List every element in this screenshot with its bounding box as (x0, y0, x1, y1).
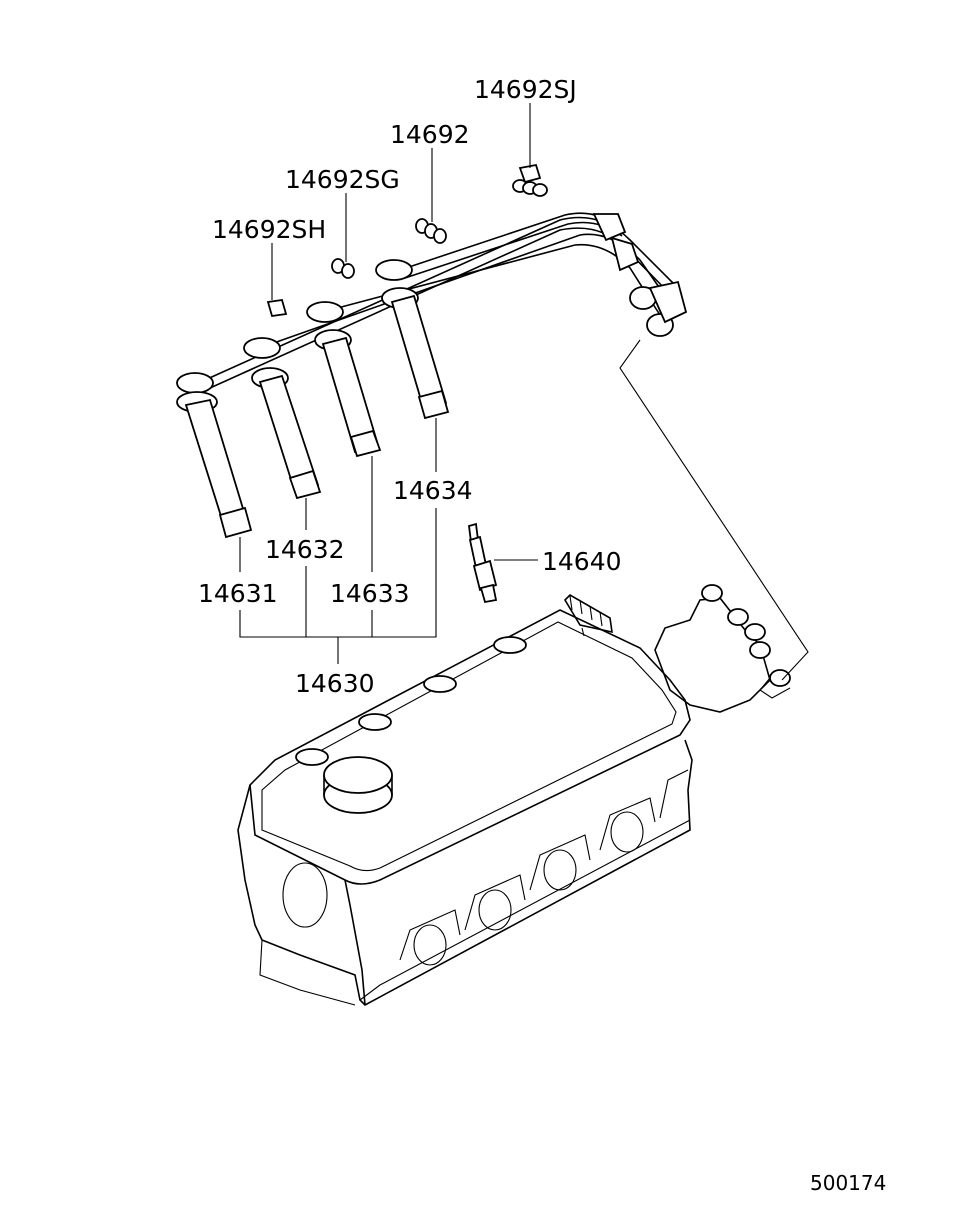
label-14630: 14630 (295, 669, 375, 698)
label-14692: 14692 (390, 120, 470, 149)
label-14631: 14631 (198, 579, 278, 608)
spark-plug (468, 522, 498, 604)
label-14692SH: 14692SH (212, 215, 326, 244)
leader-lines (239, 103, 809, 681)
ignition-wires (176, 212, 688, 539)
label-14632: 14632 (265, 535, 345, 564)
wire-clamps (266, 163, 548, 318)
label-14692SJ: 14692SJ (474, 75, 577, 104)
label-14634: 14634 (393, 476, 473, 505)
label-14640: 14640 (542, 547, 622, 576)
label-14692SG: 14692SG (285, 165, 400, 194)
diagram-code: 500174 (810, 1171, 886, 1195)
part-labels: 14692SJ 14692 14692SG 14692SH 14634 1463… (198, 75, 886, 1195)
cylinder-head (237, 584, 791, 1006)
label-14633: 14633 (330, 579, 410, 608)
